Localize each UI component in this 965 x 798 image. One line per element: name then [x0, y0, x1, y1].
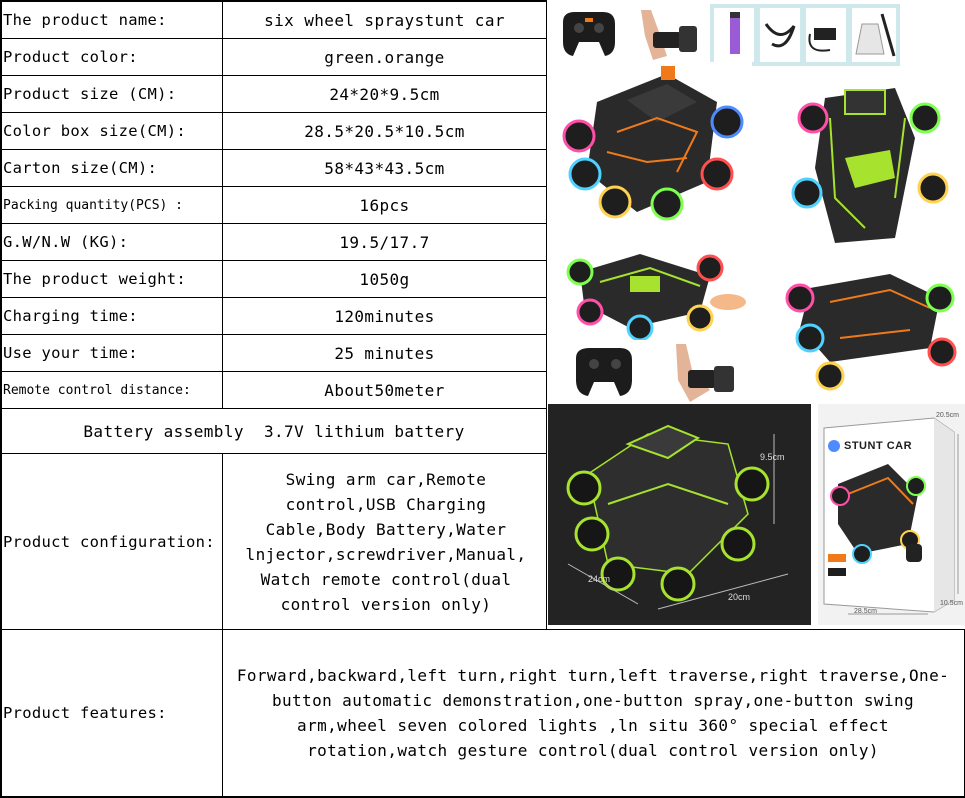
- row-line: [0, 75, 547, 76]
- remote-controller-icon: [563, 12, 615, 56]
- width-dimension-line: [657, 573, 789, 610]
- row-line: [0, 186, 547, 187]
- spray-mist: [710, 294, 746, 310]
- label-product-configuration: Product configuration:: [3, 532, 215, 551]
- row-line: [0, 38, 547, 39]
- label-gross-net-weight: G.W/N.W (KG):: [3, 233, 129, 251]
- table-column-divider: [222, 0, 223, 408]
- box-brand-title: STUNT CAR: [844, 440, 913, 452]
- length-dimension-line: [567, 563, 639, 605]
- label-product-name: The product name:: [3, 11, 167, 29]
- label-product-color: Product color:: [3, 48, 138, 66]
- row-line: [0, 112, 547, 113]
- value-product-name: six wheel spraystunt car: [264, 10, 505, 30]
- value-product-color: green.orange: [324, 47, 445, 67]
- car-wheels: [785, 283, 957, 391]
- value-gross-net-weight: 19.5/17.7: [339, 232, 430, 252]
- car-wheels: [566, 466, 770, 602]
- value-product-configuration: Swing arm car,Remote control,USB Chargin…: [245, 469, 527, 614]
- accessories-photo: [710, 4, 900, 66]
- value-carton-size: 58*43*43.5cm: [324, 158, 445, 178]
- car-wheels: [566, 254, 724, 342]
- orange-car-swing-photo: [770, 258, 960, 398]
- value-remote-distance: About50meter: [324, 380, 445, 400]
- height-dimension-label: 9.5cm: [760, 452, 785, 462]
- battery-assembly-row: Battery assembly 3.7V lithium battery: [83, 421, 465, 441]
- table-border-bottom: [0, 796, 965, 798]
- label-packing-quantity: Packing quantity(PCS) :: [3, 197, 184, 213]
- box-depth-label: 10.5cm: [940, 600, 963, 607]
- row-line: [0, 260, 547, 261]
- value-product-features: Forward,backward,left turn,right turn,le…: [236, 666, 950, 760]
- gesture-watch-icon: [641, 10, 697, 60]
- gesture-watch-icon: [676, 344, 734, 402]
- box-length-label: 28.5cm: [854, 608, 877, 615]
- row-line: [0, 371, 547, 372]
- car-dimensions-photo: 9.5cm 24cm 20cm: [548, 404, 811, 625]
- row-line: [0, 297, 547, 298]
- label-product-weight: The product weight:: [3, 270, 187, 288]
- length-dimension-label: 24cm: [588, 574, 611, 584]
- color-box-photo: STUNT CAR 20.5cm 28.5cm 10.5cm: [818, 404, 965, 625]
- value-color-box-size: 28.5*20.5*10.5cm: [304, 121, 465, 141]
- water-injector-and-screwdriver-icon: [855, 13, 896, 57]
- remote-and-watch-photo-lower: [560, 340, 760, 406]
- row-line: [0, 334, 547, 335]
- row-line: [0, 223, 547, 224]
- orange-car-front-photo: [557, 62, 752, 222]
- charger-icon: [808, 28, 836, 52]
- label-carton-size: Carton size(CM):: [3, 159, 158, 177]
- table-right-border: [546, 0, 547, 629]
- box-remote-icon: [906, 544, 922, 562]
- box-height-label: 20.5cm: [936, 412, 959, 419]
- usb-cable-icon: [764, 23, 796, 48]
- label-product-features: Product features:: [3, 704, 167, 722]
- label-charging-time: Charging time:: [3, 307, 138, 325]
- value-use-time: 25 minutes: [334, 343, 435, 363]
- label-remote-distance: Remote control distance:: [3, 382, 191, 398]
- battery-icon: [730, 12, 740, 54]
- label-use-time: Use your time:: [3, 344, 138, 362]
- row-line: [0, 149, 547, 150]
- width-dimension-label: 20cm: [728, 592, 751, 602]
- table-border-left: [0, 0, 2, 798]
- table-border-top: [0, 0, 547, 2]
- row-line: [0, 408, 547, 409]
- table-column-divider-lower: [222, 453, 223, 798]
- car-wheels: [562, 105, 744, 221]
- value-packing-quantity: 16pcs: [359, 195, 410, 215]
- car-wheels: [791, 102, 949, 209]
- brand-logo-icon: [828, 440, 840, 452]
- value-charging-time: 120minutes: [334, 306, 435, 326]
- label-product-size: Product size (CM):: [3, 85, 177, 103]
- remote-and-watch-photo: [549, 2, 707, 64]
- label-color-box-size: Color box size(CM):: [3, 122, 187, 140]
- row-line: [0, 453, 547, 454]
- remote-controller-icon: [576, 348, 632, 396]
- value-product-weight: 1050g: [359, 269, 410, 289]
- value-product-size: 24*20*9.5cm: [329, 84, 440, 104]
- row-line: [0, 629, 965, 630]
- green-car-swing-arm-photo: [785, 78, 955, 248]
- green-car-spray-photo: [560, 232, 750, 342]
